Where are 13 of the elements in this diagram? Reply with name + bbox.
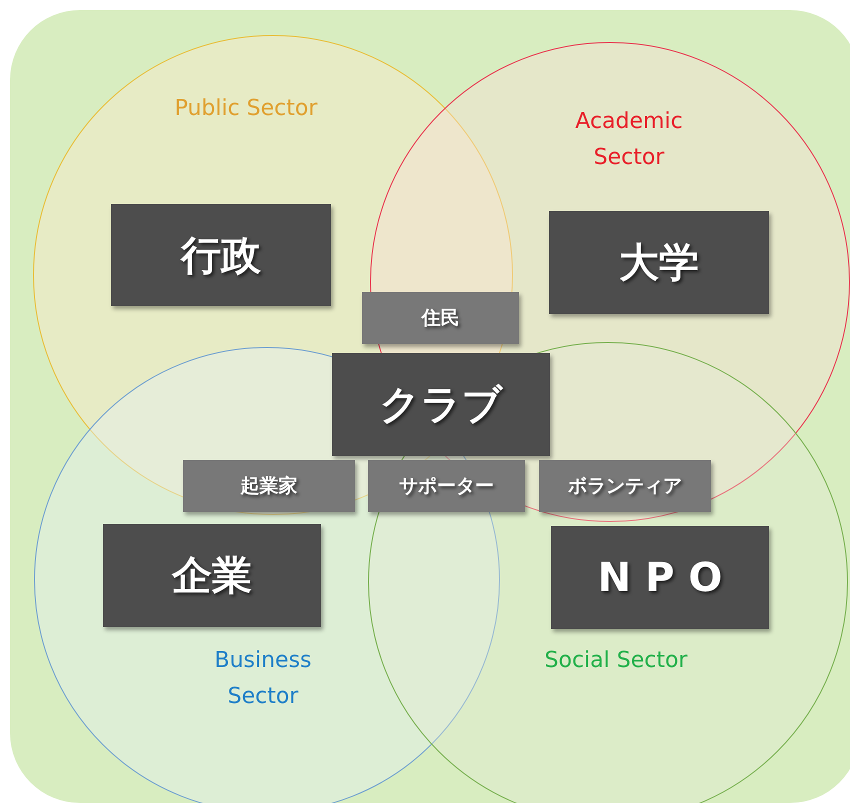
sector-label: Business Sector [213, 647, 312, 711]
role-box: 住民 [362, 292, 519, 344]
role-box: サポーター [368, 460, 525, 512]
sector-label: Public Sector [174, 95, 318, 123]
sector-box: 大学 [549, 211, 769, 314]
sector-box: N P O [551, 526, 769, 629]
sector-label: Social Sector [544, 647, 688, 675]
sector-label: Academic Sector [574, 108, 684, 172]
sector-box: クラブ [332, 353, 550, 456]
sector-box: 行政 [111, 204, 331, 306]
role-box: ボランティア [539, 460, 711, 512]
role-box: 起業家 [183, 460, 355, 512]
sector-box: 企業 [103, 524, 321, 627]
